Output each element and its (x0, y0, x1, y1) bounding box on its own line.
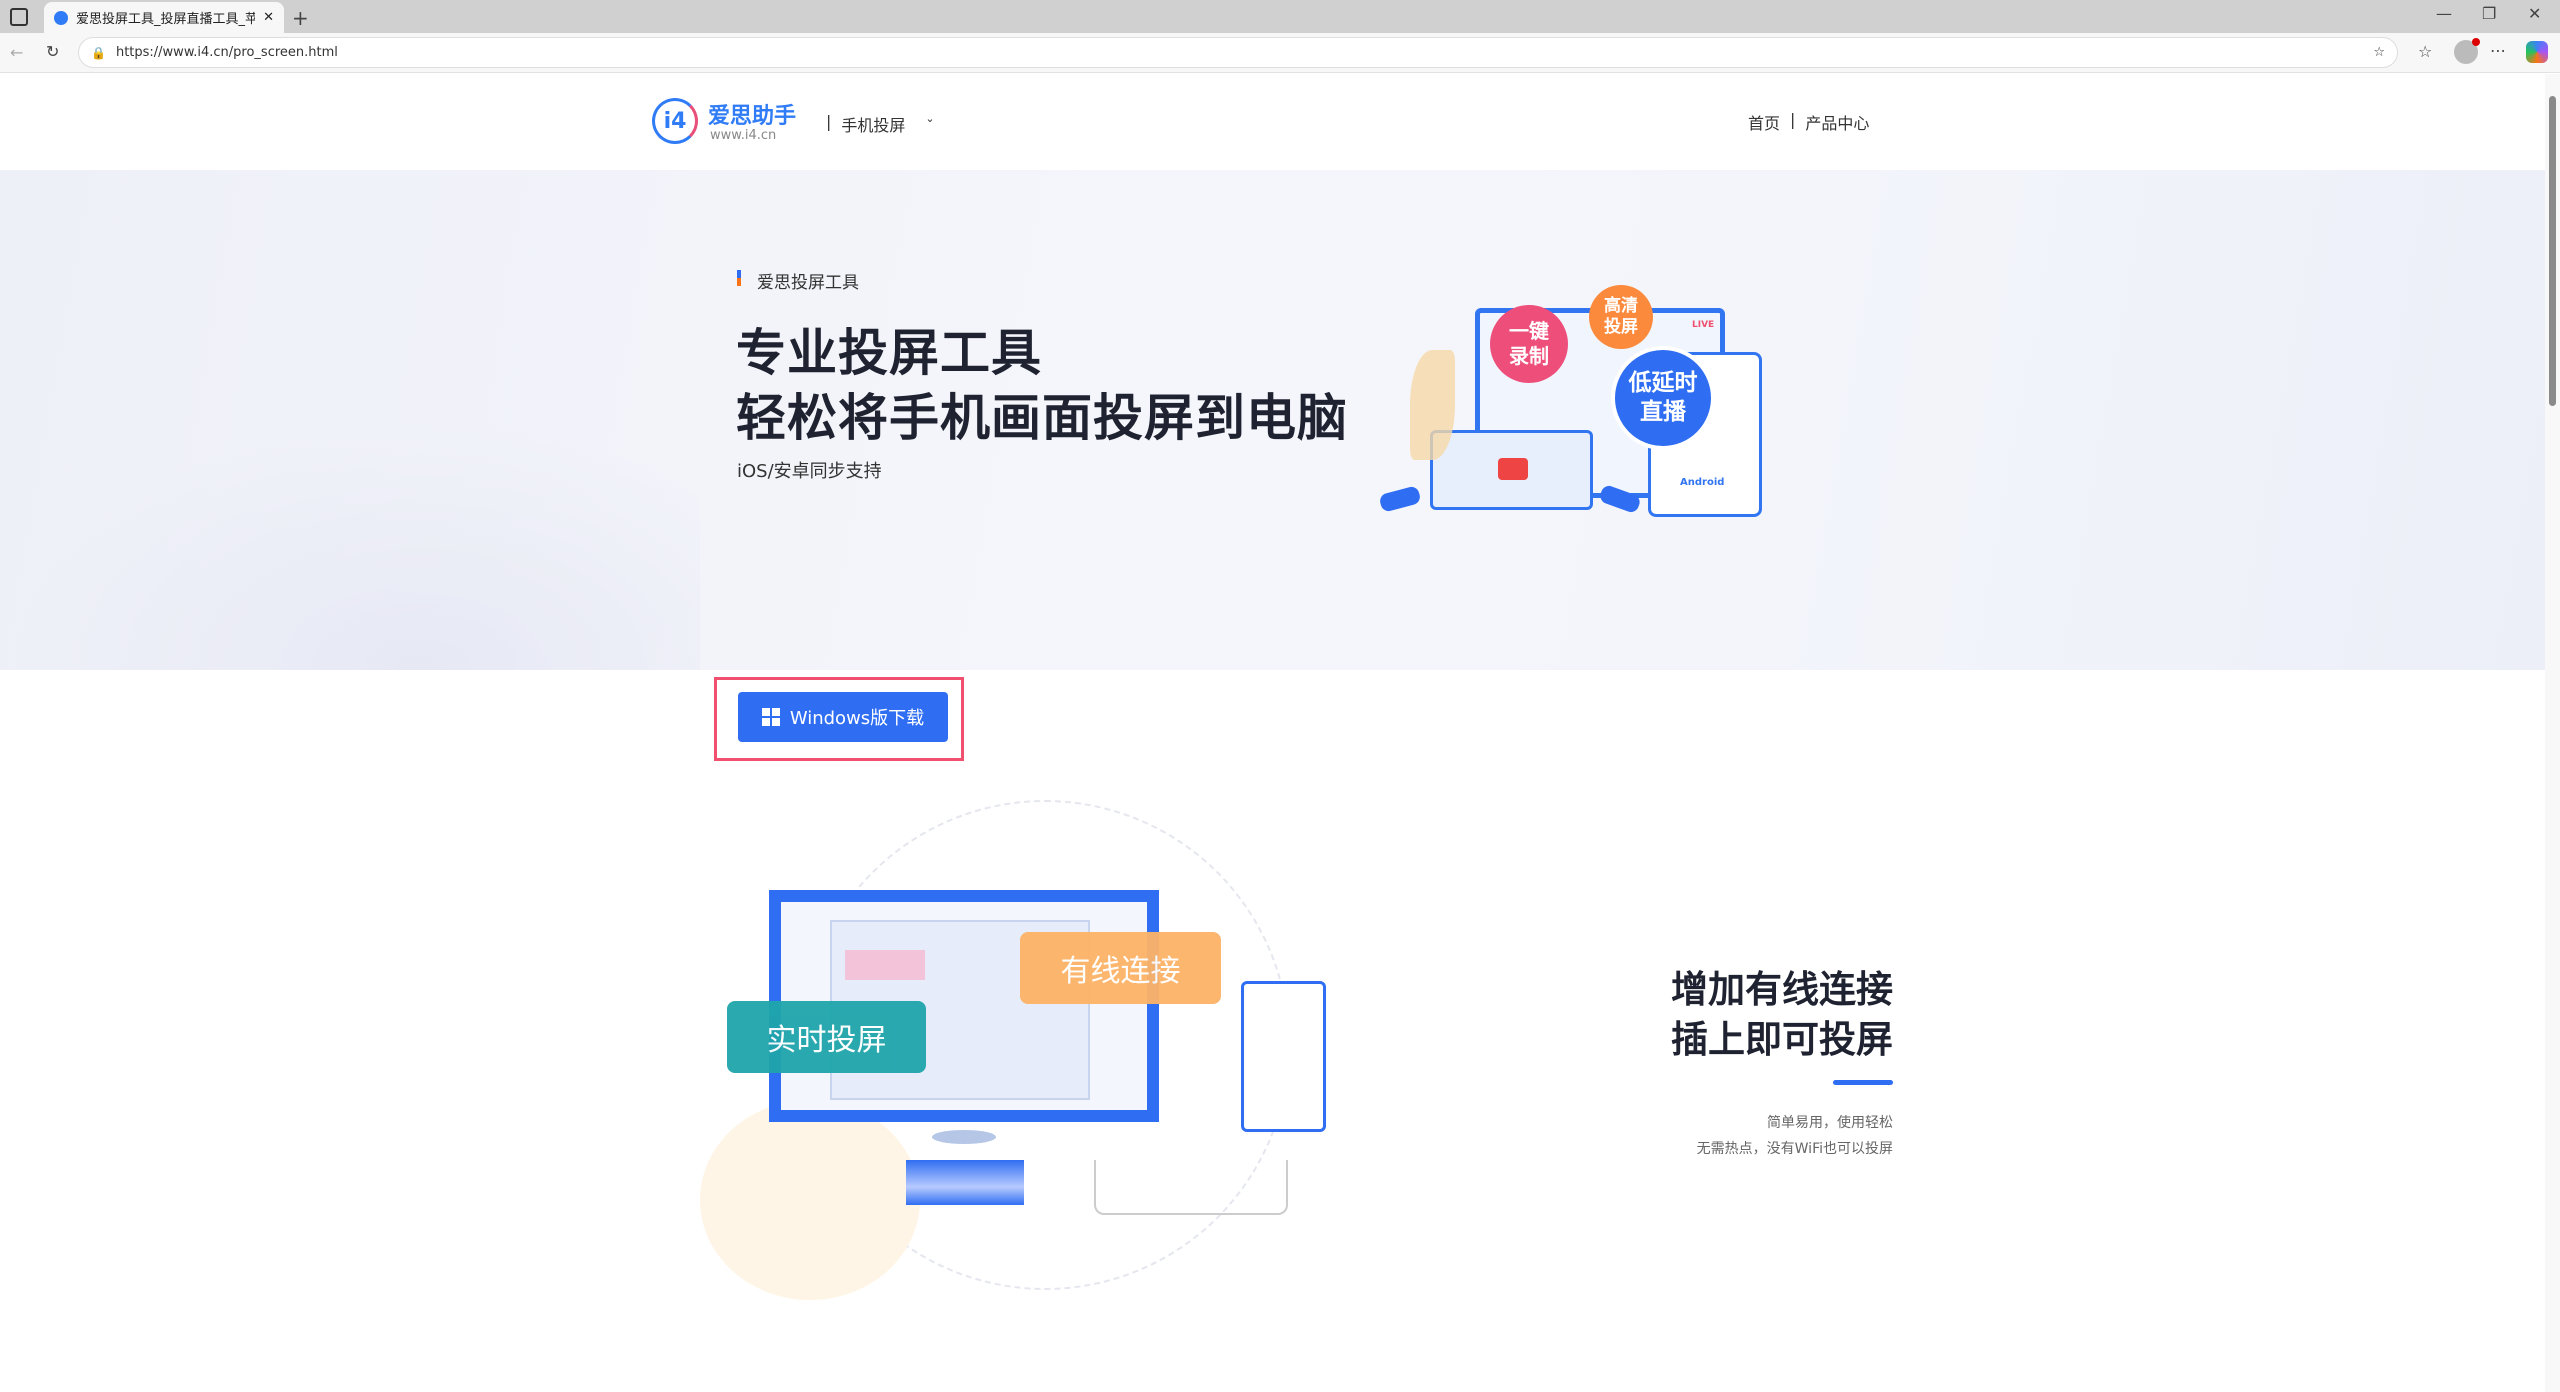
hero-tag: 爱思投屏工具 (757, 273, 859, 293)
scrollbar-thumb[interactable] (2549, 96, 2556, 406)
bubble-record: 一键录制 (1490, 305, 1568, 383)
chevron-down-icon: ⌄ (925, 112, 935, 125)
wired-label: 有线连接 (1020, 932, 1221, 1004)
logo-icon[interactable]: i4 (652, 98, 698, 144)
windows-icon (761, 708, 780, 726)
hero-subtitle: iOS/安卓同步支持 (737, 461, 882, 482)
highlight-box (714, 677, 964, 761)
feature-description: 简单易用，使用轻松无需热点，没有WiFi也可以投屏 (1696, 1115, 1893, 1157)
live-label: LIVE (1692, 320, 1715, 330)
site-header: i4 爱思助手 www.i4.cn |手机投屏⌄ 首页| 产品中心 (0, 74, 2545, 170)
hero-title-line2: 轻松将手机画面投屏到电脑 (736, 389, 1348, 447)
tab-title: 爱思投屏工具_投屏直播工具_苹果 (76, 12, 256, 27)
lock-icon: 🔒 (91, 45, 106, 60)
nav-home[interactable]: 首页 (1748, 114, 1781, 133)
more-icon[interactable]: ⋯ (2490, 41, 2506, 60)
address-row: ← ↻ 🔒 https://www.i4.cn/pro_screen.html … (0, 33, 2560, 73)
close-window-icon[interactable]: ✕ (2528, 4, 2542, 23)
refresh-icon[interactable]: ↻ (46, 42, 60, 61)
logo-url: www.i4.cn (710, 128, 777, 143)
back-icon[interactable]: ← (10, 43, 24, 62)
address-bar[interactable]: 🔒 https://www.i4.cn/pro_screen.html ☆ (78, 37, 2398, 68)
bubble-hd: 高清投屏 (1589, 285, 1653, 349)
minimize-icon[interactable]: — (2436, 4, 2452, 23)
android-label: Android (1680, 477, 1725, 488)
tab-bar: 爱思投屏工具_投屏直播工具_苹果 ✕ + — ❐ ✕ (0, 0, 2560, 33)
hero-title-line1: 专业投屏工具 (736, 324, 1042, 382)
accent-bar (1833, 1080, 1893, 1085)
sidebar-icon[interactable] (10, 8, 28, 26)
favorites-icon[interactable]: ☆ (2418, 42, 2433, 61)
scrollbar[interactable] (2545, 74, 2560, 1392)
realtime-label: 实时投屏 (727, 1001, 926, 1073)
favicon-icon (54, 10, 68, 25)
browser-tab[interactable]: 爱思投屏工具_投屏直播工具_苹果 ✕ (44, 2, 284, 33)
hero-section: 爱思投屏工具 专业投屏工具 轻松将手机画面投屏到电脑 iOS/安卓同步支持 LI… (0, 170, 2545, 761)
play-icon (1498, 458, 1528, 480)
url-text[interactable]: https://www.i4.cn/pro_screen.html (115, 45, 338, 60)
feature-heading: 增加有线连接插上即可投屏 (1671, 968, 1893, 1061)
feature-section: 实时投屏 有线连接 增加有线连接插上即可投屏 简单易用，使用轻松无需热点，没有W… (0, 670, 2545, 1392)
bubble-latency: 低延时直播 (1611, 346, 1715, 450)
profile-icon[interactable] (2454, 38, 2480, 64)
windows-download-button[interactable]: Windows版下载 (738, 692, 948, 742)
product-menu[interactable]: |手机投屏⌄ (826, 112, 935, 135)
restore-icon[interactable]: ❐ (2482, 4, 2497, 23)
nav-products[interactable]: 产品中心 (1805, 114, 1870, 133)
logo-name[interactable]: 爱思助手 (708, 104, 797, 129)
tag-marker (737, 270, 741, 286)
phone-illustration (1241, 981, 1326, 1132)
star-icon[interactable]: ☆ (2373, 45, 2385, 60)
new-tab-icon[interactable]: + (292, 6, 309, 30)
close-tab-icon[interactable]: ✕ (263, 10, 274, 25)
hero-illustration: LIVE Android 一键录制 高清投屏 低延时直播 (1370, 285, 1790, 540)
copilot-icon[interactable] (2526, 41, 2548, 63)
